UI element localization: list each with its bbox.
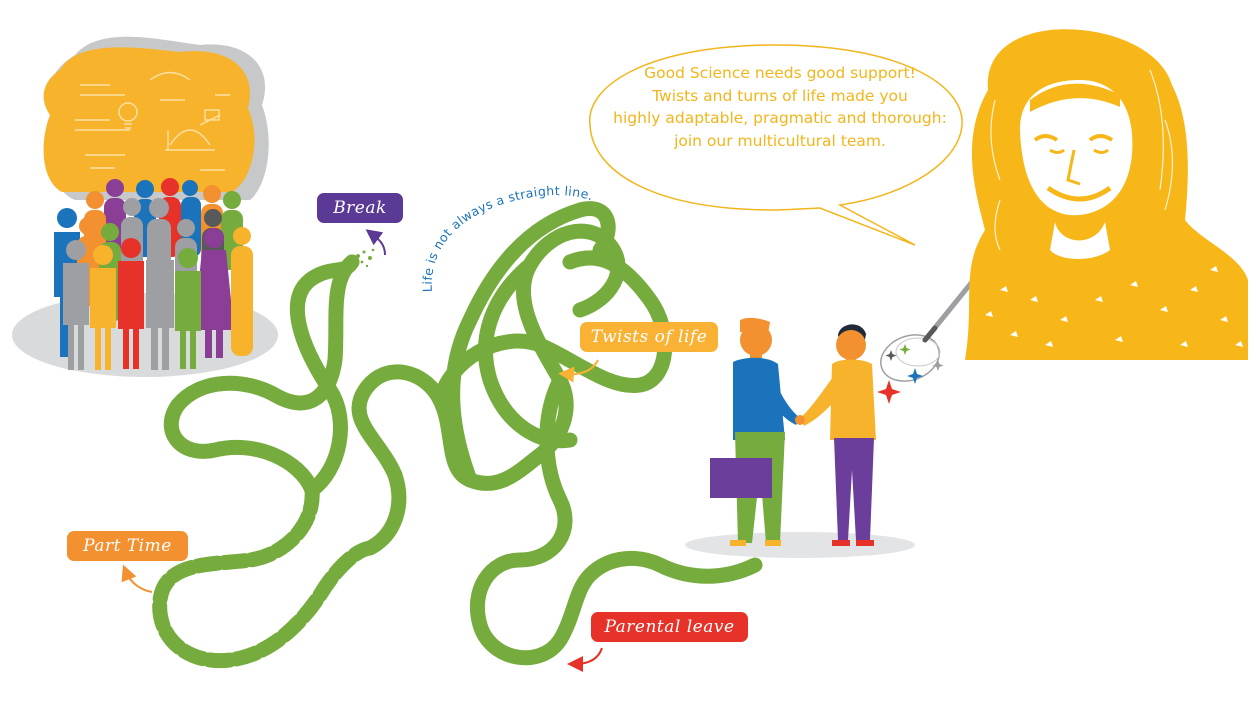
part-time-label: Part Time <box>67 531 188 561</box>
speech-bubble <box>589 44 963 246</box>
bubble-line: join our multicultural team. <box>674 131 886 150</box>
break-label: Break <box>317 193 403 223</box>
bubble-line: Good Science needs good support! <box>644 64 916 82</box>
bubble-line: highly adaptable, pragmatic and thorough… <box>613 109 947 127</box>
speech-bubble-text: Good Science needs good support! Twists … <box>600 62 960 152</box>
portrait-illustration <box>965 29 1248 360</box>
winding-path <box>152 201 763 669</box>
bubble-line: Twists and turns of life made you <box>652 86 908 105</box>
crowd-illustration <box>12 36 278 377</box>
science-cloud <box>43 47 255 193</box>
handshake-illustration <box>685 317 915 558</box>
magic-wand-icon <box>880 279 975 382</box>
break-fragments <box>356 248 375 268</box>
twists-of-life-label: Twists of life <box>580 322 718 352</box>
sparkle-icon <box>877 344 944 404</box>
parental-leave-label: Parental leave <box>591 612 748 642</box>
label-arrows <box>121 229 603 672</box>
